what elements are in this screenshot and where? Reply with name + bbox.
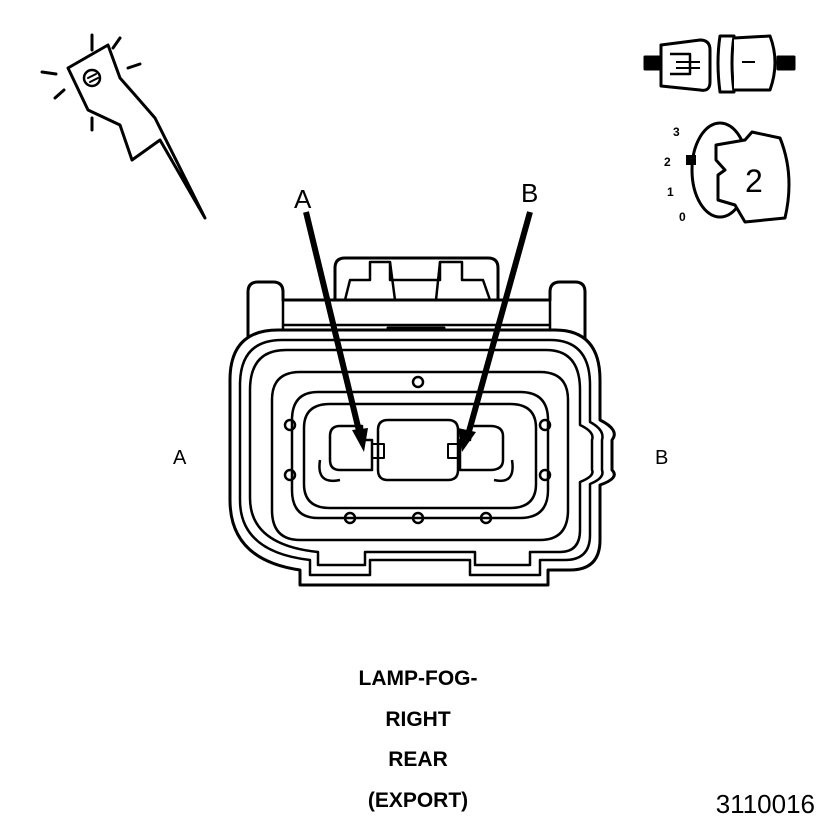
figure-number: 3110016: [716, 789, 815, 819]
test-probe-icon: [40, 33, 207, 220]
side-a-label: A: [173, 447, 187, 469]
connector-mating-icon: [643, 34, 796, 94]
key-position-number: 2: [745, 163, 763, 199]
terminal-b-arrow-label: B: [521, 178, 538, 208]
position-1-label: 1: [667, 185, 674, 199]
side-b-label: B: [655, 447, 668, 469]
connector-face: [228, 256, 616, 587]
ignition-key-position-icon: 3 2 1 0 2: [664, 121, 791, 224]
caption-line-1: LAMP-FOG-: [359, 667, 478, 690]
position-3-label: 3: [673, 125, 680, 139]
terminal-a-leader: [303, 211, 368, 452]
caption-line-3: REAR: [388, 748, 448, 771]
caption-line-2: RIGHT: [385, 708, 451, 731]
position-2-label: 2: [664, 155, 671, 169]
terminal-a-arrow-label: A: [294, 184, 312, 214]
position-0-label: 0: [679, 210, 686, 224]
caption-line-4: (EXPORT): [368, 789, 468, 812]
connector-caption: LAMP-FOG- RIGHT REAR (EXPORT): [359, 667, 478, 812]
terminal-b-leader: [458, 211, 533, 452]
